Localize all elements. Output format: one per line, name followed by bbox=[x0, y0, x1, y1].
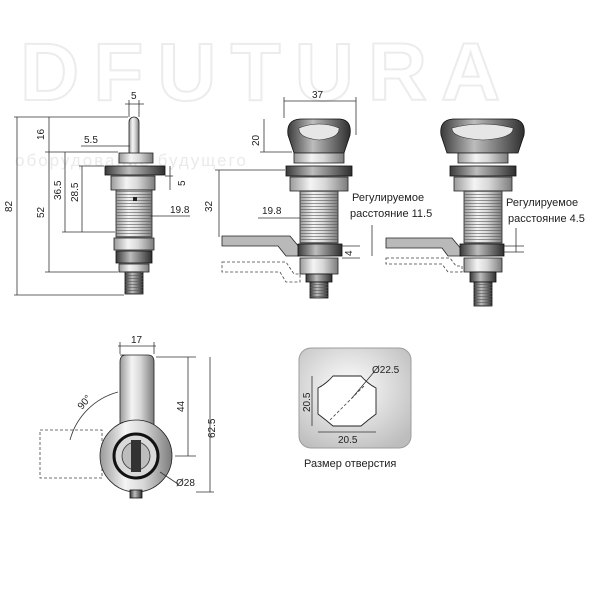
cam-view-right: Регулируемое расстояние 4.5 bbox=[385, 118, 585, 307]
lower-nut bbox=[113, 237, 155, 251]
dim-82: 82 bbox=[4, 200, 15, 212]
dim-5-right: 5 bbox=[177, 180, 188, 186]
rotated-handle-dashed bbox=[39, 429, 103, 479]
hole-outline bbox=[317, 375, 377, 427]
dim-44: 44 bbox=[176, 400, 187, 412]
dim-17: 17 bbox=[131, 335, 143, 346]
dim-5-top: 5 bbox=[131, 91, 137, 102]
dim-4: 4 bbox=[344, 250, 355, 256]
dim-16: 16 bbox=[36, 128, 47, 140]
cam-arm-dashed bbox=[221, 261, 301, 283]
note-adjustable-4-5-line2: расстояние 4.5 bbox=[508, 213, 585, 225]
flange bbox=[104, 165, 166, 176]
cam-arm-right-dashed bbox=[385, 257, 463, 273]
watermark-brand: DFUTURA bbox=[20, 27, 514, 118]
dim-20: 20 bbox=[251, 134, 262, 146]
dim-37: 37 bbox=[312, 90, 324, 101]
dim-diameter-22-5: Ø22.5 bbox=[372, 365, 400, 376]
dim-diameter-28: Ø28 bbox=[176, 478, 195, 489]
dim-52: 52 bbox=[36, 206, 47, 218]
key-slot bbox=[131, 440, 141, 472]
note-adjustable-4-5-line1: Регулируемое bbox=[506, 197, 578, 209]
bottom-screw-thread bbox=[125, 272, 143, 294]
collar bbox=[118, 152, 154, 164]
top-nut bbox=[110, 175, 156, 191]
hole-view: Ø22.5 20.5 20.5 Размер отверстия bbox=[298, 347, 412, 470]
hole-caption: Размер отверстия bbox=[304, 458, 396, 470]
dim-19-8-cam: 19.8 bbox=[262, 206, 282, 217]
note-adjustable-11-5-line2: расстояние 11.5 bbox=[350, 208, 432, 220]
dim-28-5: 28.5 bbox=[70, 182, 81, 202]
shaft bbox=[128, 116, 140, 158]
dim-36-5: 36.5 bbox=[53, 180, 64, 200]
screw-hole bbox=[133, 197, 137, 201]
dim-32: 32 bbox=[204, 200, 215, 212]
dim-20-5-vertical: 20.5 bbox=[302, 392, 313, 412]
cam-view-left: 37 20 32 19.8 4 Регулируемое расстояние … bbox=[204, 90, 432, 299]
dim-90-deg: 90° bbox=[76, 393, 94, 412]
lower-nut-2 bbox=[118, 263, 150, 273]
cam-arm bbox=[221, 235, 301, 257]
angle-arc bbox=[69, 391, 119, 441]
note-adjustable-11-5-line1: Регулируемое bbox=[352, 192, 424, 204]
handle-top bbox=[119, 354, 155, 431]
side-view: 82 16 52 36.5 28.5 5.5 5 5 19.8 bbox=[4, 91, 190, 296]
lower-washer bbox=[115, 250, 153, 264]
dim-19-8: 19.8 bbox=[170, 205, 190, 216]
dim-20-5-horizontal: 20.5 bbox=[338, 435, 358, 446]
top-view: 17 44 62.5 90° Ø28 bbox=[39, 335, 218, 499]
dim-5-5: 5.5 bbox=[84, 135, 98, 146]
dim-62-5: 62.5 bbox=[207, 418, 218, 438]
cam-arm-right bbox=[385, 237, 463, 257]
